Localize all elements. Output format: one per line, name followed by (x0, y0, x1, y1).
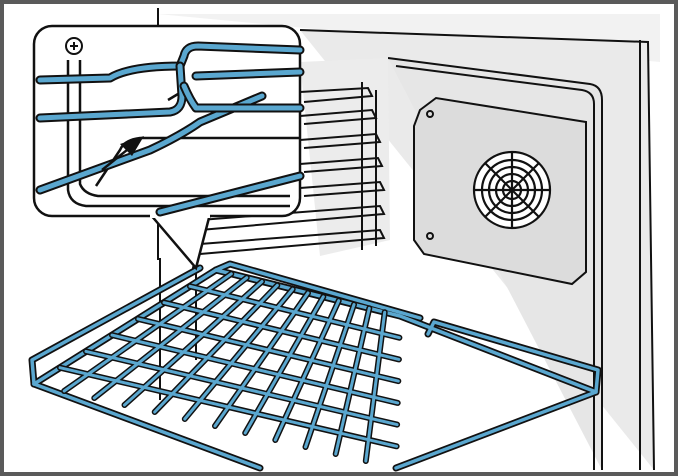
rack-wire (273, 299, 341, 442)
rack-wire (153, 283, 279, 414)
rack-wire (183, 287, 295, 421)
wire-rack-grid (57, 270, 403, 464)
rack-wire (364, 310, 387, 463)
rack-wire (213, 291, 310, 428)
rack-wire (304, 303, 356, 449)
rack-wire (123, 280, 264, 407)
wire-rack (28, 260, 602, 472)
convection-fan-icon (472, 150, 552, 230)
magnifier-callout (32, 24, 305, 271)
rack-wire (334, 306, 371, 456)
rack-wire (62, 272, 233, 393)
rack-wire (92, 276, 249, 400)
rack-wire (243, 295, 325, 435)
screw-icon (65, 37, 83, 55)
arrow-icon (101, 136, 144, 171)
